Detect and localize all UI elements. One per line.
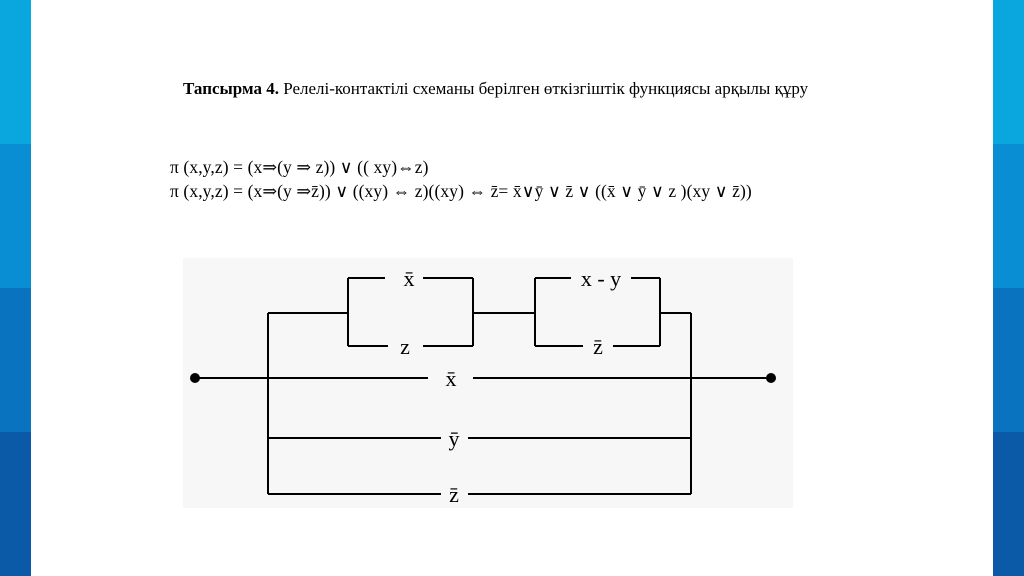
- label-main-line: x̄: [446, 366, 457, 391]
- task-heading: Тапсырма 4.: [183, 79, 279, 98]
- left-decor-strip: [0, 0, 31, 576]
- task-statement: Тапсырма 4. Релелі-контактілі схеманы бе…: [183, 76, 873, 102]
- formula-line-2: π (x,y,z) = (x⇒(y ⇒z̄)) ∨ ((xy) ⇔ z)((xy…: [170, 181, 752, 201]
- relay-contact-circuit: x̄ z x - y z̄ x̄ ȳ z̄: [183, 258, 793, 508]
- task-text: Релелі-контактілі схеманы берілген өткіз…: [283, 79, 809, 98]
- circuit-background: [183, 258, 793, 508]
- label-top-right-lower: z̄: [593, 334, 603, 359]
- label-branch-z: z̄: [449, 482, 459, 507]
- formula-line-1: π (x,y,z) = (x⇒(y ⇒ z)) ∨ (( xy)⇔z): [170, 157, 429, 177]
- label-top-right-upper: x - y: [581, 266, 621, 291]
- input-terminal: [190, 373, 200, 383]
- circuit-wires: [195, 277, 771, 495]
- right-decor-strip: [993, 0, 1024, 576]
- label-branch-y: ȳ: [449, 426, 460, 451]
- label-top-left-lower: z: [400, 334, 410, 359]
- label-top-left-upper: x̄: [404, 266, 415, 291]
- output-terminal: [766, 373, 776, 383]
